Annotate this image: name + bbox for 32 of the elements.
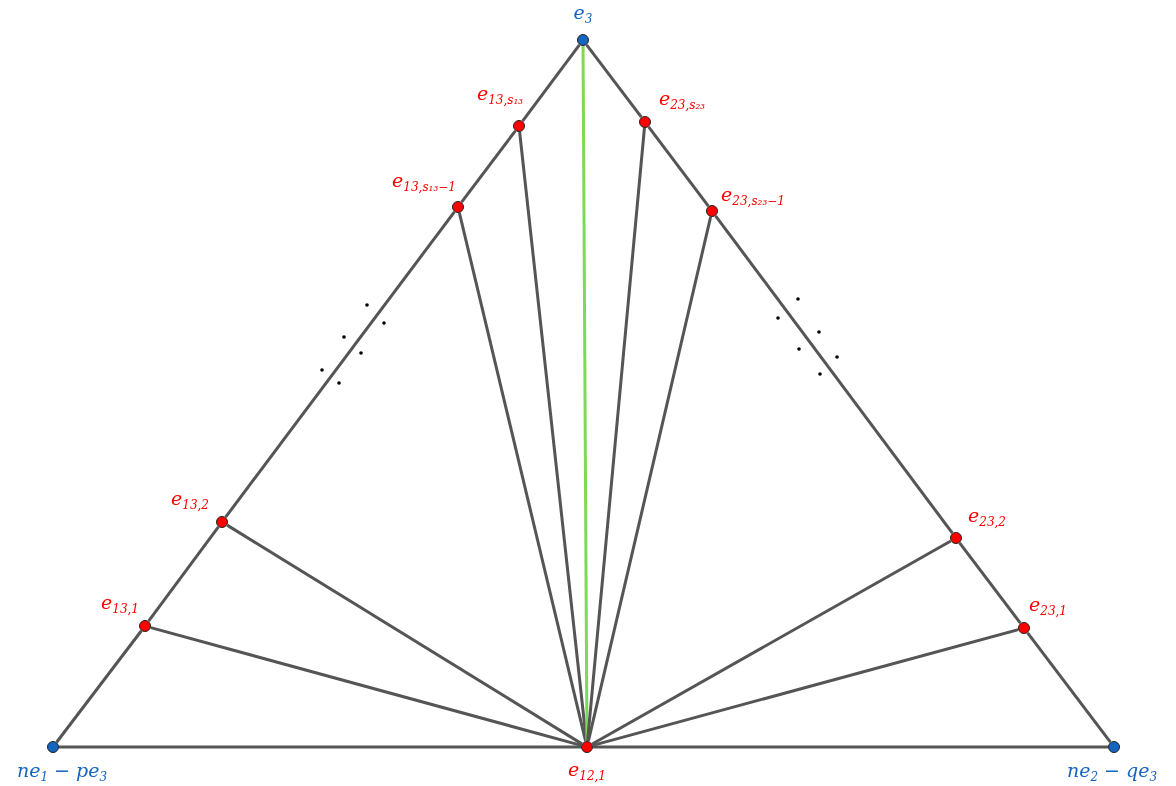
line-segment	[585, 43, 643, 119]
point-label: e$_{12,1}$	[568, 759, 606, 783]
point-label: e$_{23,2}$	[968, 505, 1006, 529]
line-segment	[586, 216, 713, 742]
line-segment	[224, 210, 456, 519]
line-segment	[581, 46, 589, 741]
point-label: ne$_{2}$ − qe$_{3}$	[1066, 760, 1158, 784]
line-segment	[457, 212, 588, 742]
point-label: e$_{13,s₁₃−1}$	[392, 170, 456, 194]
line-segment	[586, 127, 646, 742]
line-segment	[55, 629, 143, 744]
point-label: e$_{13,1}$	[101, 592, 139, 616]
line-segment	[593, 745, 1108, 749]
point-label: e$_{23,s₂₃}$	[658, 88, 706, 112]
line-segment	[59, 745, 581, 749]
point-label: e$_{13,2}$	[171, 488, 209, 512]
point-label: e$_{23,s₂₃−1}$	[721, 184, 785, 208]
line-segment	[591, 539, 952, 746]
line-segment	[647, 125, 710, 208]
line-segment	[147, 525, 220, 623]
line-segment	[460, 129, 517, 204]
line-segment	[150, 626, 582, 747]
line-segment	[226, 523, 583, 746]
line-segment	[714, 214, 954, 535]
point-label: e$_{13,s₁₃}$	[476, 83, 524, 107]
line-segment	[958, 541, 1022, 625]
point-label: ne$_{1}$ − pe$_{3}$	[16, 760, 108, 784]
line-segment	[1026, 631, 1112, 744]
line-segment	[521, 43, 581, 123]
point-label: e$_{23,1}$	[1029, 594, 1067, 618]
line-segment	[592, 628, 1019, 747]
point-label: e$_{3}$	[573, 2, 593, 26]
